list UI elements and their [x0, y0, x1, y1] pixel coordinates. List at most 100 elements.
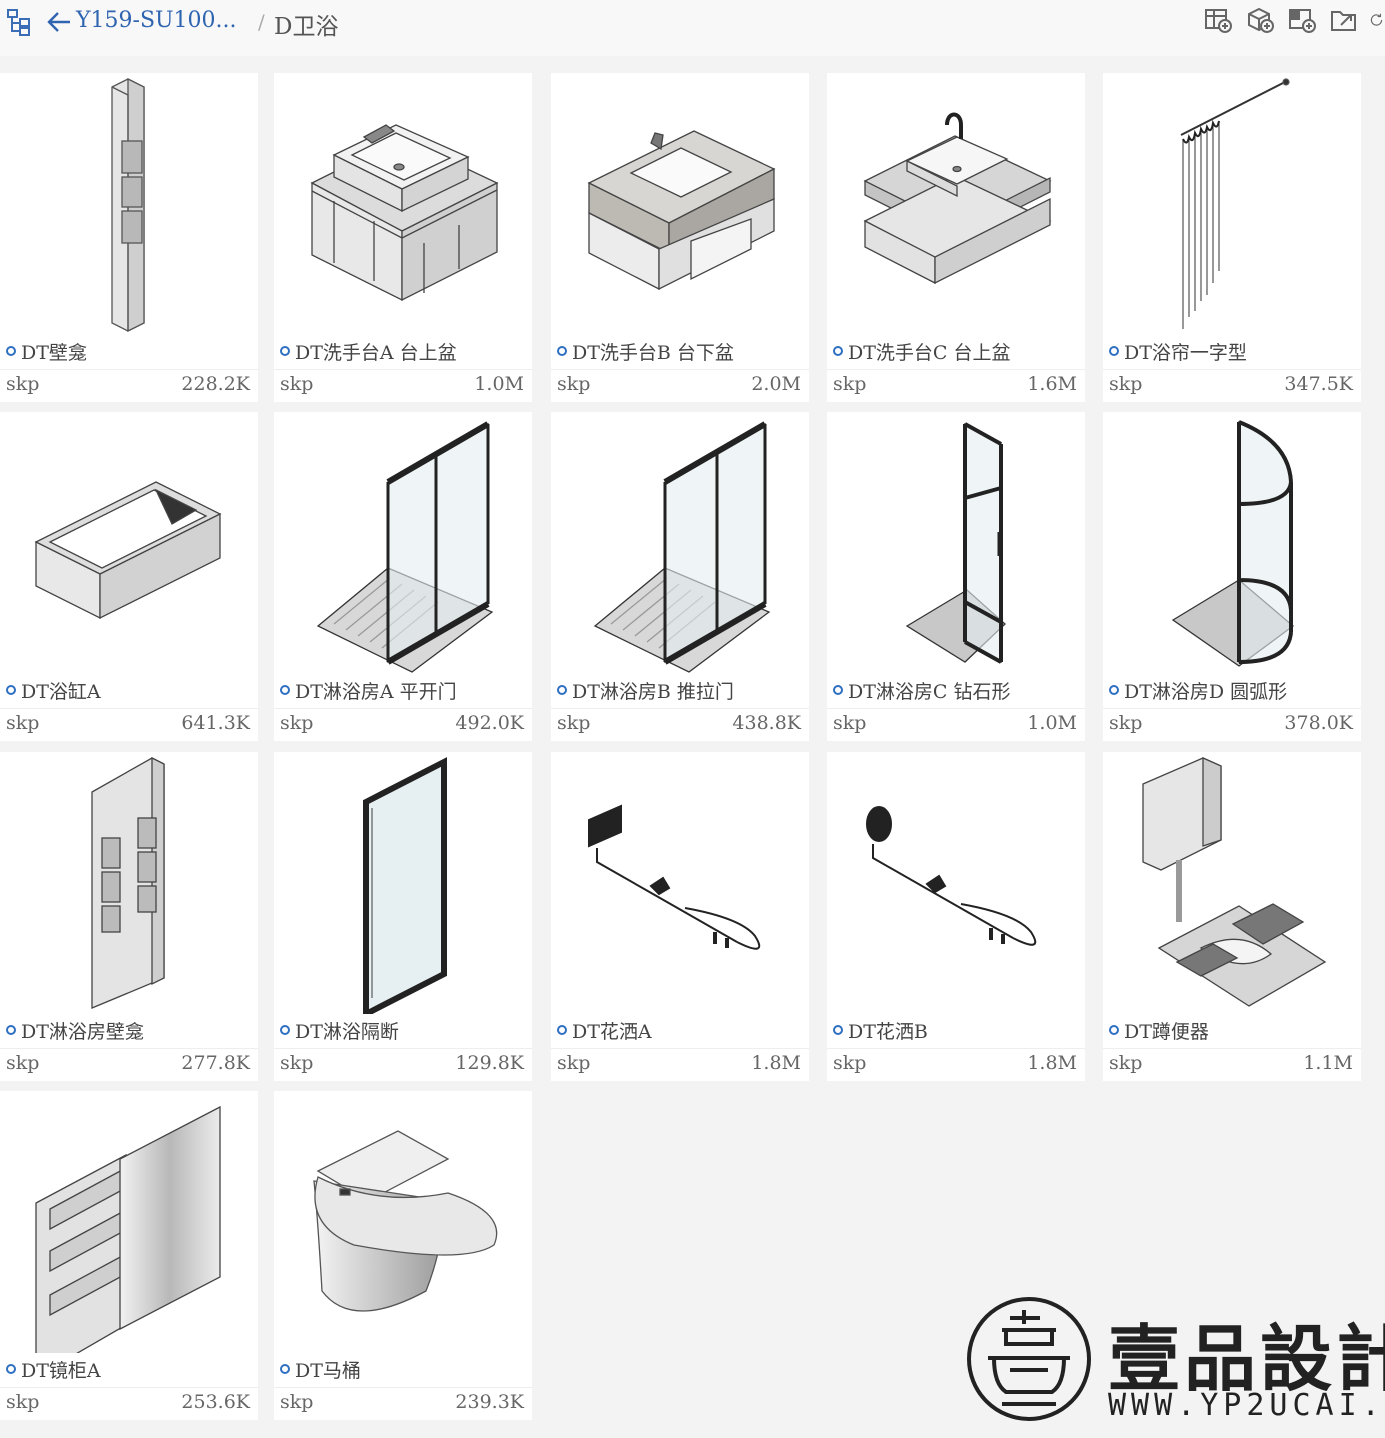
asset-name: DT花洒A: [557, 1016, 652, 1044]
item-dot-icon: [280, 1025, 290, 1035]
mirror-cabinet-thumbnail: [0, 1091, 258, 1353]
divider: [0, 1048, 258, 1049]
asset-size: 492.0K: [455, 712, 524, 734]
asset-card[interactable]: DT镜柜A skp 253.6K: [0, 1091, 258, 1420]
folder-tree-icon[interactable]: [4, 6, 34, 38]
asset-card[interactable]: DT淋浴房D 圆弧形 skp 378.0K: [1103, 412, 1361, 741]
asset-card[interactable]: DT壁龛 skp 228.2K: [0, 73, 258, 402]
asset-name: DT镜柜A: [6, 1355, 101, 1383]
asset-card[interactable]: DT洗手台B 台下盆 skp 2.0M: [551, 73, 809, 402]
squat-toilet-thumbnail: [1103, 752, 1361, 1014]
item-dot-icon: [6, 1025, 16, 1035]
asset-name: DT洗手台C 台上盆: [833, 337, 1010, 365]
shower-niche-thumbnail: [0, 752, 258, 1014]
asset-card[interactable]: DT淋浴房C 钻石形 skp 1.0M: [827, 412, 1085, 741]
asset-size: 1.1M: [1303, 1052, 1353, 1074]
item-dot-icon: [1109, 685, 1119, 695]
shower-room-c-thumbnail: [827, 412, 1085, 674]
divider: [0, 1387, 258, 1388]
asset-name: DT淋浴隔断: [280, 1016, 399, 1044]
divider: [551, 369, 809, 370]
divider: [551, 708, 809, 709]
asset-card[interactable]: DT淋浴隔断 skp 129.8K: [274, 752, 532, 1081]
add-model-icon[interactable]: [1244, 4, 1276, 36]
asset-name: DT淋浴房A 平开门: [280, 676, 457, 704]
item-dot-icon: [1109, 346, 1119, 356]
asset-size: 1.8M: [1027, 1052, 1077, 1074]
asset-size: 2.0M: [751, 373, 801, 395]
divider: [274, 708, 532, 709]
item-dot-icon: [6, 685, 16, 695]
item-dot-icon: [280, 346, 290, 356]
vanity-c-thumbnail: [827, 73, 1085, 335]
asset-type: skp: [280, 1052, 314, 1074]
asset-type: skp: [6, 712, 40, 734]
item-dot-icon: [833, 685, 843, 695]
asset-name: DT浴缸A: [6, 676, 101, 704]
export-folder-icon[interactable]: [1328, 4, 1360, 36]
shower-room-a-thumbnail: [274, 412, 532, 674]
asset-type: skp: [280, 1391, 314, 1413]
item-dot-icon: [557, 685, 567, 695]
asset-size: 277.8K: [181, 1052, 250, 1074]
asset-card[interactable]: DT马桶 skp 239.3K: [274, 1091, 532, 1420]
item-dot-icon: [6, 1364, 16, 1374]
asset-card[interactable]: DT洗手台A 台上盆 skp 1.0M: [274, 73, 532, 402]
item-dot-icon: [557, 346, 567, 356]
asset-card[interactable]: DT花洒B skp 1.8M: [827, 752, 1085, 1081]
asset-type: skp: [1109, 373, 1143, 395]
asset-size: 641.3K: [181, 712, 250, 734]
add-library-icon[interactable]: [1202, 4, 1234, 36]
breadcrumb-project[interactable]: Y159-SU100...: [76, 8, 237, 33]
asset-size: 129.8K: [455, 1052, 524, 1074]
asset-type: skp: [6, 1052, 40, 1074]
asset-name: DT花洒B: [833, 1016, 928, 1044]
watermark-url: WWW.YP2UCAI.COM: [1108, 1388, 1385, 1423]
asset-name: DT浴帘一字型: [1109, 337, 1247, 365]
divider: [1103, 1048, 1361, 1049]
refresh-icon[interactable]: [1368, 4, 1385, 36]
asset-card[interactable]: DT花洒A skp 1.8M: [551, 752, 809, 1081]
divider: [0, 708, 258, 709]
asset-type: skp: [1109, 712, 1143, 734]
divider: [274, 1048, 532, 1049]
asset-card[interactable]: DT淋浴房B 推拉门 skp 438.8K: [551, 412, 809, 741]
toilet-thumbnail: [274, 1091, 532, 1353]
asset-size: 253.6K: [181, 1391, 250, 1413]
shower-head-b-thumbnail: [827, 752, 1085, 1014]
asset-size: 239.3K: [455, 1391, 524, 1413]
item-dot-icon: [1109, 1025, 1119, 1035]
add-block-icon[interactable]: [1286, 4, 1318, 36]
breadcrumb-separator: /: [258, 10, 265, 34]
shower-room-b-thumbnail: [551, 412, 809, 674]
divider: [0, 369, 258, 370]
asset-size: 1.6M: [1027, 373, 1077, 395]
asset-size: 228.2K: [181, 373, 250, 395]
asset-size: 347.5K: [1284, 373, 1353, 395]
divider: [1103, 369, 1361, 370]
asset-size: 1.8M: [751, 1052, 801, 1074]
divider: [827, 708, 1085, 709]
asset-type: skp: [557, 712, 591, 734]
item-dot-icon: [280, 685, 290, 695]
asset-card[interactable]: DT洗手台C 台上盆 skp 1.6M: [827, 73, 1085, 402]
divider: [827, 1048, 1085, 1049]
asset-card[interactable]: DT淋浴房壁龛 skp 277.8K: [0, 752, 258, 1081]
asset-size: 1.0M: [1027, 712, 1077, 734]
divider: [551, 1048, 809, 1049]
asset-card[interactable]: DT浴帘一字型 skp 347.5K: [1103, 73, 1361, 402]
asset-type: skp: [557, 373, 591, 395]
back-arrow-icon[interactable]: [46, 8, 72, 36]
wall-niche-thumbnail: [0, 73, 258, 335]
toolbar: Y159-SU100... / D卫浴: [0, 0, 1385, 56]
asset-type: skp: [1109, 1052, 1143, 1074]
asset-card[interactable]: DT浴缸A skp 641.3K: [0, 412, 258, 741]
watermark-logo: [966, 1296, 1092, 1422]
item-dot-icon: [280, 1364, 290, 1374]
asset-name: DT淋浴房B 推拉门: [557, 676, 734, 704]
asset-card[interactable]: DT蹲便器 skp 1.1M: [1103, 752, 1361, 1081]
asset-name: DT淋浴房D 圆弧形: [1109, 676, 1287, 704]
watermark-title: 壹品設計: [1108, 1317, 1385, 1401]
asset-type: skp: [280, 712, 314, 734]
asset-card[interactable]: DT淋浴房A 平开门 skp 492.0K: [274, 412, 532, 741]
